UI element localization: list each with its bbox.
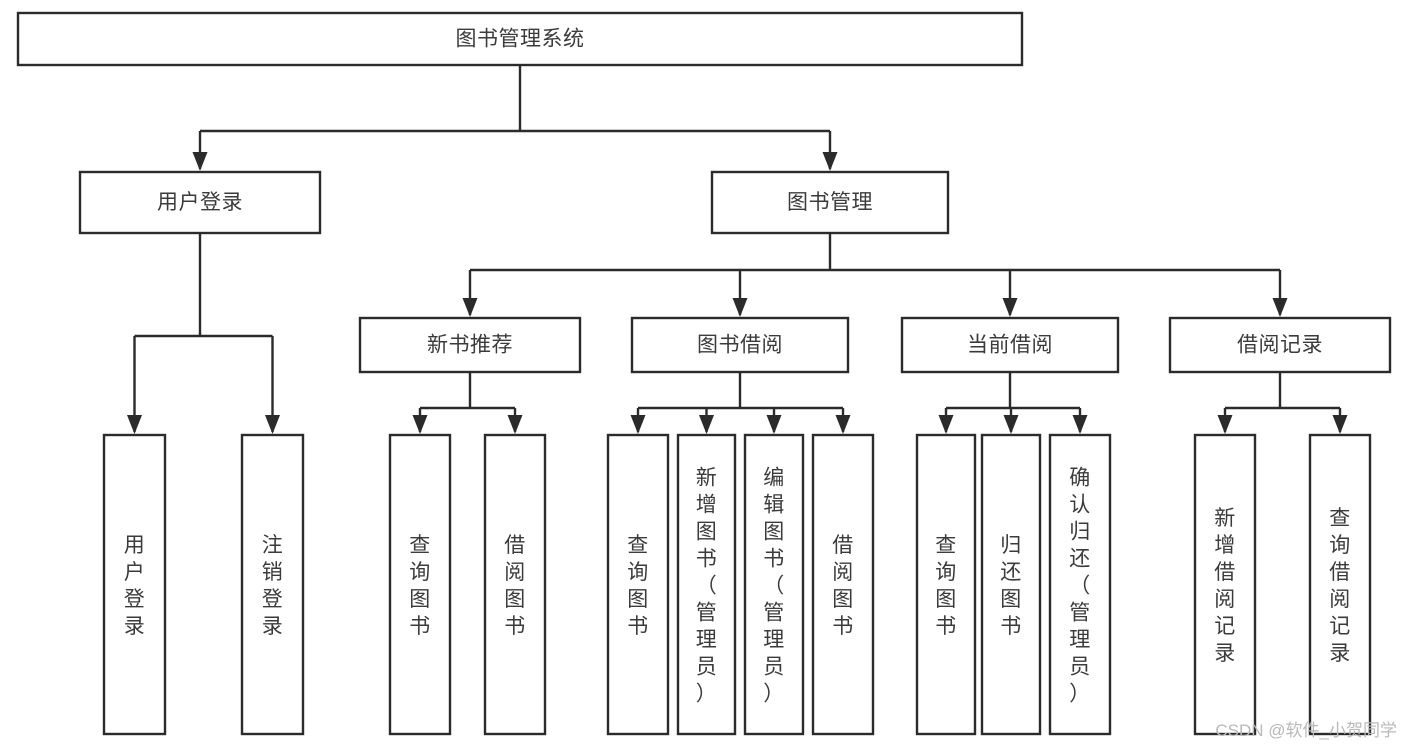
node-box[interactable] bbox=[1168, 316, 1392, 374]
node-当前借阅-l3[interactable]: 当前借阅 bbox=[900, 316, 1120, 374]
node-借阅图书-leaf-7[interactable]: 借阅图书 bbox=[811, 433, 875, 736]
arrow-head-icon bbox=[1003, 415, 1019, 434]
node-label: 编辑图书（管理员） bbox=[763, 467, 785, 706]
arrow-head-icon bbox=[630, 415, 646, 434]
node-借阅记录-l3[interactable]: 借阅记录 bbox=[1168, 316, 1392, 374]
node-label: 图书管理系统 bbox=[456, 28, 585, 51]
node-label: 查询图书 bbox=[935, 534, 957, 638]
node-box[interactable] bbox=[388, 433, 452, 736]
arrow-head-icon bbox=[938, 415, 954, 434]
node-图书管理-l2[interactable]: 图书管理 bbox=[710, 170, 950, 235]
node-box[interactable] bbox=[915, 433, 977, 736]
node-查询图书-leaf-2[interactable]: 查询图书 bbox=[388, 433, 452, 736]
node-label: 图书管理 bbox=[787, 191, 873, 214]
node-图书借阅-l3[interactable]: 图书借阅 bbox=[630, 316, 850, 374]
node-box[interactable] bbox=[743, 433, 805, 736]
node-box[interactable] bbox=[358, 316, 582, 374]
node-label: 新增借阅记录 bbox=[1214, 507, 1236, 665]
arrow-head-icon bbox=[732, 298, 748, 317]
arrow-head-icon bbox=[1072, 415, 1088, 434]
arrow-head-icon bbox=[822, 152, 838, 171]
node-box[interactable] bbox=[980, 433, 1042, 736]
node-label: 查询图书 bbox=[627, 534, 649, 638]
node-label: 归还图书 bbox=[1000, 534, 1022, 638]
node-box[interactable] bbox=[710, 170, 950, 235]
connector-layer bbox=[127, 65, 1348, 434]
node-box[interactable] bbox=[1308, 433, 1372, 736]
node-box[interactable] bbox=[811, 433, 875, 736]
node-label: 图书借阅 bbox=[697, 334, 783, 357]
node-新增图书管理员-leaf-5[interactable]: 新增图书（管理员） bbox=[676, 433, 737, 736]
arrow-head-icon bbox=[699, 415, 714, 434]
node-label: 借阅图书 bbox=[832, 534, 854, 638]
node-box[interactable] bbox=[16, 11, 1024, 67]
arrow-head-icon bbox=[1272, 298, 1288, 317]
node-box[interactable] bbox=[1193, 433, 1257, 736]
arrow-head-icon bbox=[766, 415, 782, 434]
node-label: 借阅记录 bbox=[1237, 334, 1323, 357]
node-label: 借阅图书 bbox=[504, 534, 526, 638]
node-借阅图书-leaf-3[interactable]: 借阅图书 bbox=[483, 433, 547, 736]
node-box[interactable] bbox=[240, 433, 305, 736]
node-查询图书-leaf-8[interactable]: 查询图书 bbox=[915, 433, 977, 736]
node-label: 当前借阅 bbox=[967, 334, 1053, 357]
arrow-head-icon bbox=[192, 152, 208, 171]
node-查询图书-leaf-4[interactable]: 查询图书 bbox=[606, 433, 670, 736]
node-label: 用户登录 bbox=[124, 534, 146, 638]
node-查询借阅记录-leaf-12[interactable]: 查询借阅记录 bbox=[1308, 433, 1372, 736]
node-label: 用户登录 bbox=[157, 191, 243, 214]
node-label: 确认归还（管理员） bbox=[1069, 467, 1091, 706]
node-box[interactable] bbox=[78, 170, 322, 235]
arrow-head-icon bbox=[127, 415, 142, 434]
arrow-head-icon bbox=[412, 415, 428, 434]
node-label: 新书推荐 bbox=[427, 334, 513, 357]
arrow-head-icon bbox=[1217, 415, 1233, 434]
node-用户登录-leaf-0[interactable]: 用户登录 bbox=[102, 433, 167, 736]
arrow-head-icon bbox=[1002, 298, 1018, 317]
arrow-head-icon bbox=[265, 415, 280, 434]
node-box[interactable] bbox=[900, 316, 1120, 374]
node-用户登录-l2[interactable]: 用户登录 bbox=[78, 170, 322, 235]
node-box[interactable] bbox=[1048, 433, 1112, 736]
node-box[interactable] bbox=[483, 433, 547, 736]
node-label: 查询借阅记录 bbox=[1329, 507, 1351, 665]
node-编辑图书管理员-leaf-6[interactable]: 编辑图书（管理员） bbox=[743, 433, 805, 736]
arrow-head-icon bbox=[835, 415, 851, 434]
node-新增借阅记录-leaf-11[interactable]: 新增借阅记录 bbox=[1193, 433, 1257, 736]
node-label: 查询图书 bbox=[409, 534, 431, 638]
node-label: 新增图书（管理员） bbox=[696, 467, 718, 706]
node-box[interactable] bbox=[676, 433, 737, 736]
arrow-head-icon bbox=[507, 415, 523, 434]
node-归还图书-leaf-9[interactable]: 归还图书 bbox=[980, 433, 1042, 736]
node-box[interactable] bbox=[606, 433, 670, 736]
node-box[interactable] bbox=[102, 433, 167, 736]
node-确认归还管理员-leaf-10[interactable]: 确认归还（管理员） bbox=[1048, 433, 1112, 736]
node-box[interactable] bbox=[630, 316, 850, 374]
node-注销登录-leaf-1[interactable]: 注销登录 bbox=[240, 433, 305, 736]
arrow-head-icon bbox=[1332, 415, 1348, 434]
node-layer: 图书管理系统用户登录图书管理新书推荐图书借阅当前借阅借阅记录用户登录注销登录查询… bbox=[16, 11, 1392, 736]
node-label: 注销登录 bbox=[262, 534, 284, 638]
node-新书推荐-l3[interactable]: 新书推荐 bbox=[358, 316, 582, 374]
arrow-head-icon bbox=[462, 298, 478, 317]
node-root-图书管理系统[interactable]: 图书管理系统 bbox=[16, 11, 1024, 67]
